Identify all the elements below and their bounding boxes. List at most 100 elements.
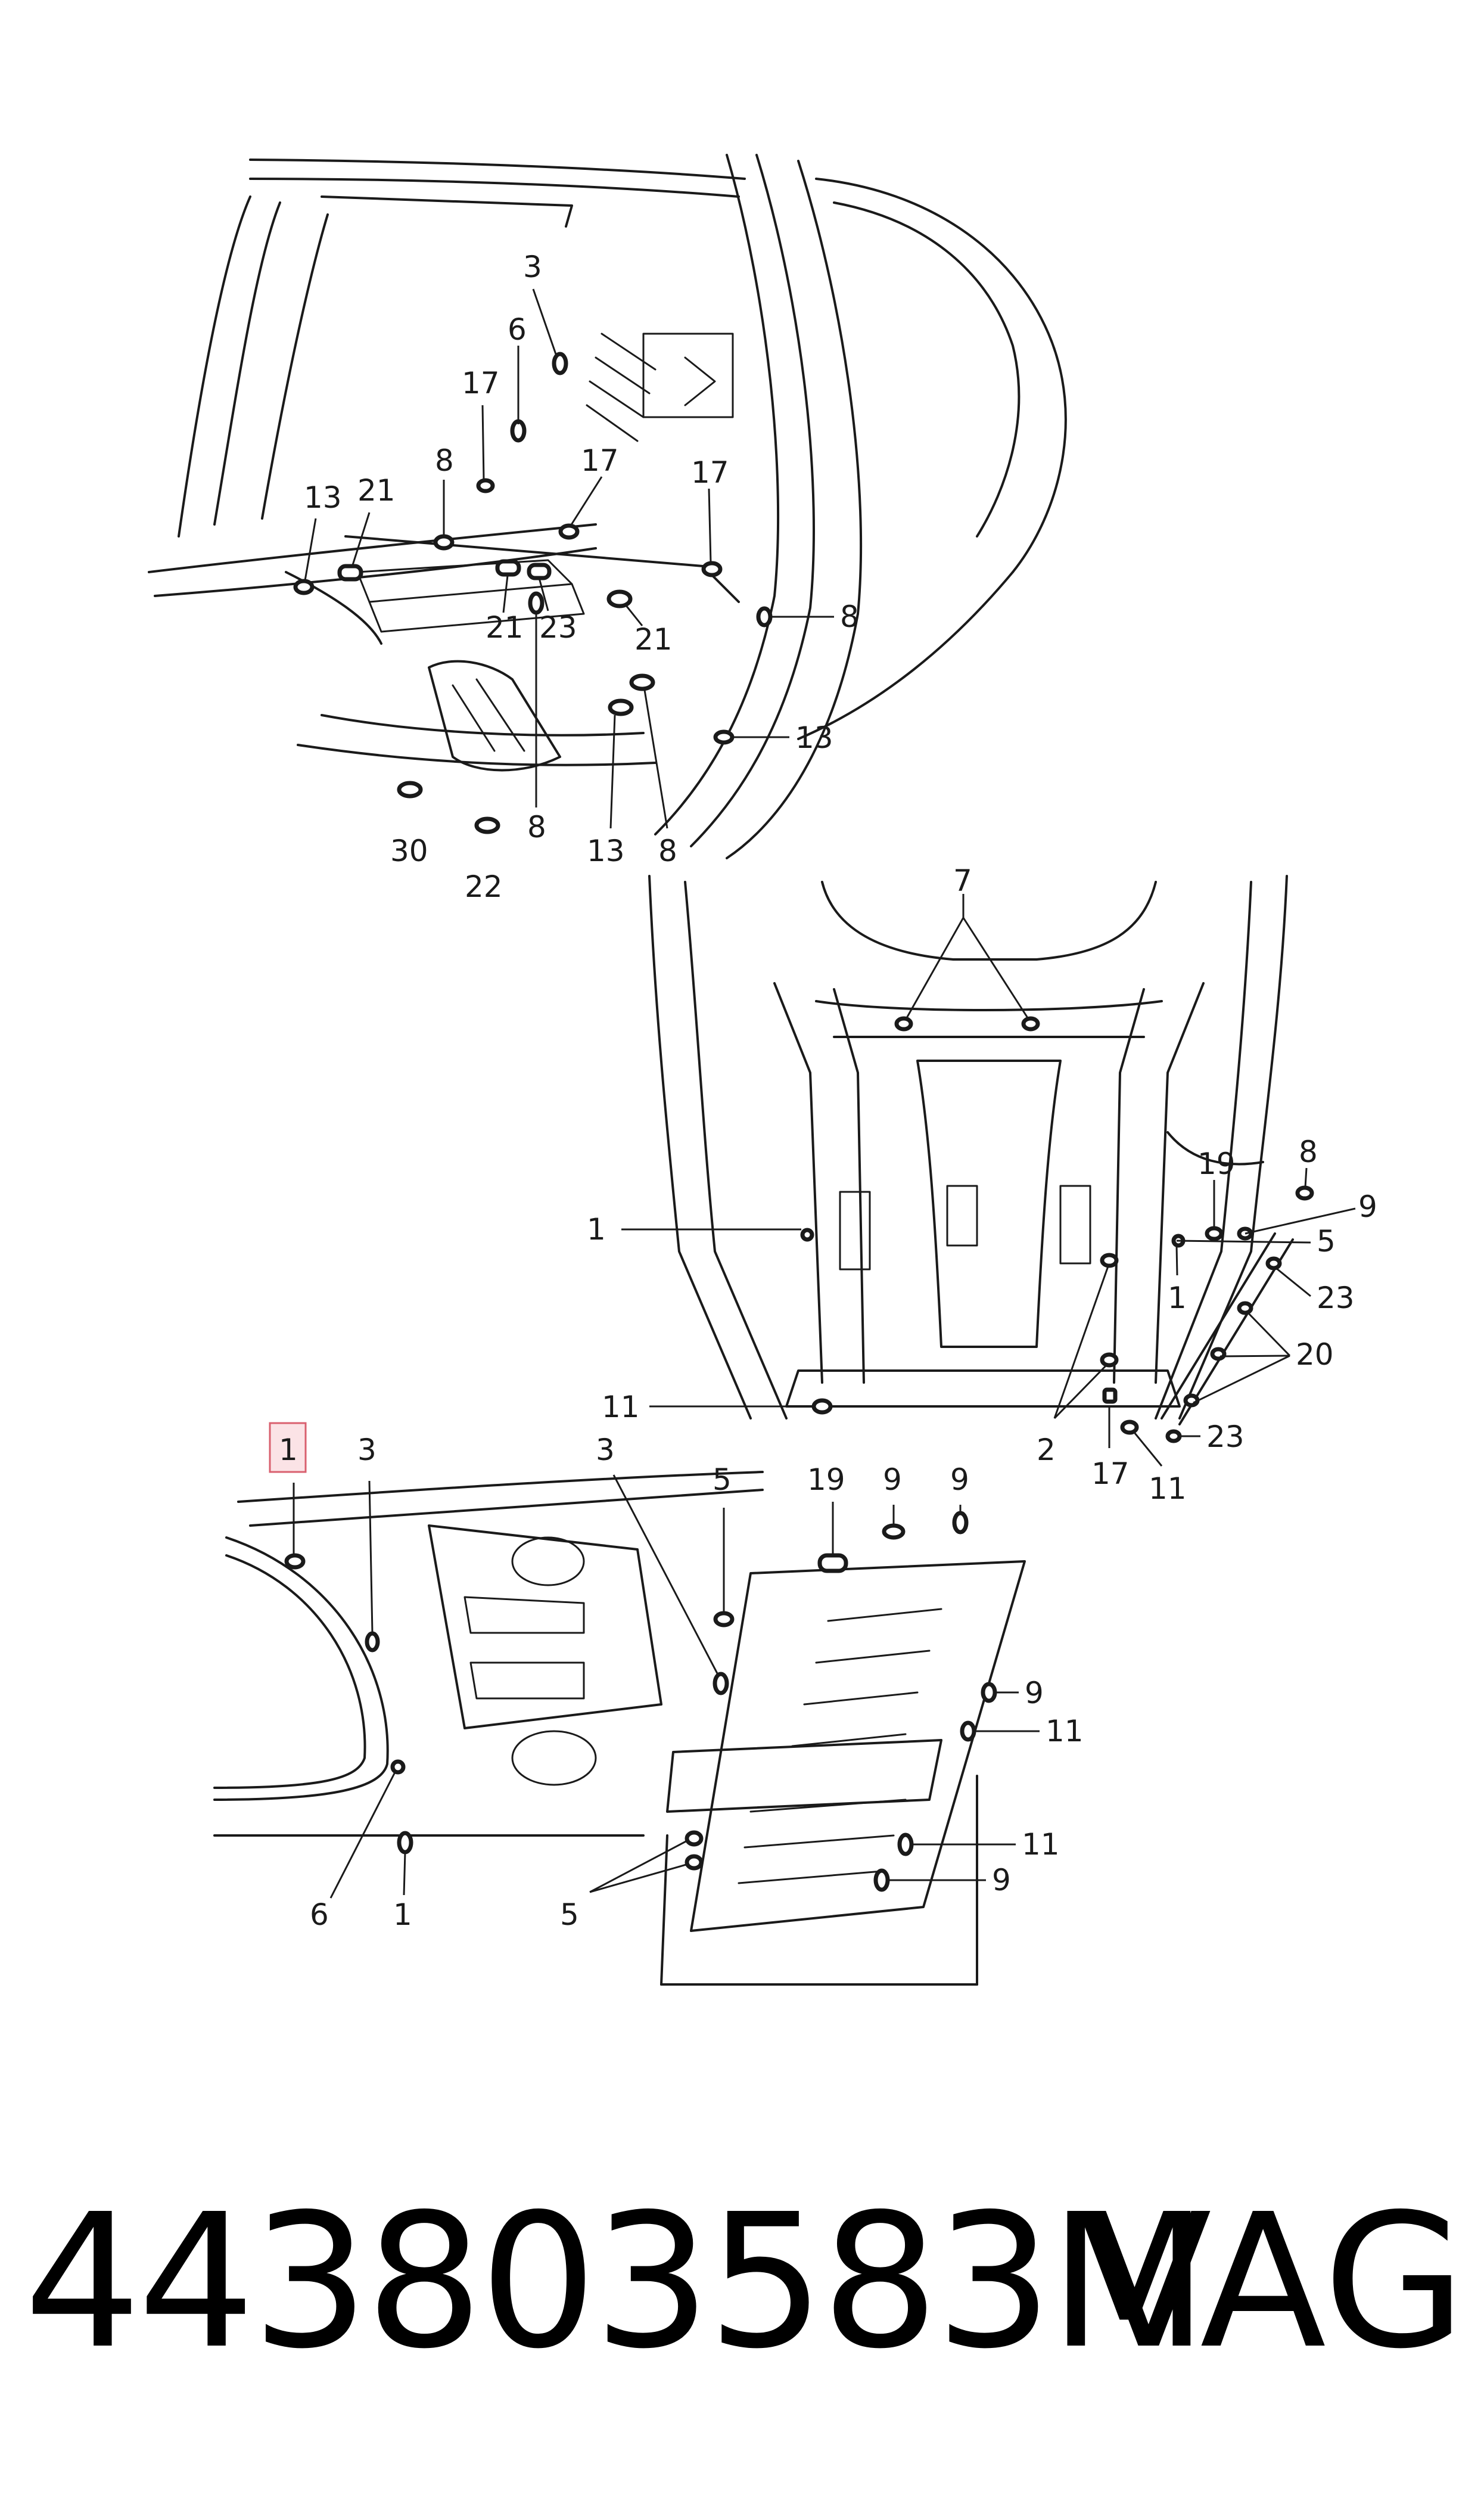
- callout-label: 5: [560, 1897, 579, 1932]
- callout-label: 17: [691, 455, 729, 490]
- callout-label: 13: [795, 720, 833, 755]
- callout-label: 17: [462, 366, 500, 400]
- grommet-mid-1a: [800, 1228, 814, 1242]
- grommet-bot-9b: [952, 1511, 969, 1535]
- grommet-mid-7b: [1021, 1016, 1040, 1032]
- grommet-bot-9c: [981, 1682, 997, 1703]
- callout-label: 3: [357, 1433, 377, 1467]
- callout-label: 23: [1206, 1420, 1245, 1454]
- grommet-mid-19: [1205, 1226, 1224, 1241]
- callout-label: 21: [357, 473, 396, 508]
- callout-label: 20: [1296, 1337, 1334, 1372]
- grommet-bot-5a: [713, 1611, 735, 1627]
- grommet-mid-8: [1295, 1185, 1314, 1201]
- grommet-bot-3b: [713, 1672, 729, 1695]
- middle-view-drawing: [648, 875, 1294, 1425]
- grommets: [284, 352, 1314, 1892]
- callout-label: 2: [1037, 1433, 1056, 1467]
- callout-label: 9: [883, 1462, 902, 1497]
- grommet-bot-19: [817, 1553, 848, 1573]
- grommet-mid-23a: [1265, 1256, 1282, 1271]
- callout-label: 11: [1022, 1827, 1060, 1862]
- grommet-bot-5c: [685, 1854, 704, 1871]
- callout-label: 19: [807, 1462, 845, 1497]
- part-number: 443803583M: [24, 2175, 1209, 2390]
- callout-label: 5: [1317, 1224, 1336, 1259]
- bottom-view-drawing: [213, 1471, 1026, 1986]
- grommet-bot-6: [390, 1759, 406, 1775]
- grommet-bot-9d: [873, 1868, 890, 1892]
- grommet-mid-20a: [1237, 1301, 1253, 1315]
- highlight-box: [269, 1422, 307, 1473]
- callout-label: 8: [435, 443, 454, 478]
- top-view-drawing: [148, 154, 1067, 859]
- grommet-top-8d: [629, 673, 655, 691]
- footer: 443803583M VAG: [0, 2157, 1484, 2408]
- grommet-top-22: [474, 816, 500, 834]
- callout-label: 11: [602, 1390, 640, 1424]
- callout-label: 22: [465, 869, 503, 904]
- callout-label: 17: [581, 443, 619, 478]
- grommet-mid-7a: [894, 1016, 913, 1032]
- callout-label: 9: [950, 1462, 969, 1497]
- grommet-mid-20c: [1183, 1393, 1200, 1408]
- callout-label: 8: [1299, 1135, 1318, 1169]
- brand-name: VAG: [1085, 2175, 1466, 2390]
- callout-label: 21: [634, 622, 673, 657]
- grommet-mid-2b: [1100, 1352, 1119, 1368]
- grommet-mid-11b: [1120, 1420, 1139, 1435]
- grommet-mid-11a: [811, 1398, 833, 1415]
- callout-label: 9: [1025, 1676, 1044, 1710]
- grommet-top-8c: [528, 591, 545, 615]
- grommet-top-30: [397, 781, 423, 799]
- grommet-bot-11b: [897, 1832, 914, 1856]
- grommet-top-3: [552, 352, 568, 375]
- grommet-top-23: [527, 563, 552, 580]
- callout-label: 23: [539, 610, 577, 645]
- callout-label: 3: [523, 250, 542, 284]
- callout-label: 6: [310, 1897, 329, 1932]
- grommet-top-13a: [293, 579, 315, 595]
- callout-label: 8: [527, 810, 546, 844]
- parts-diagram: 3 6 17 8 17 17 13 21 21 23 21 8 13 30 22…: [148, 154, 1377, 1986]
- grommet-bot-1b: [397, 1831, 413, 1855]
- callout-label: 7: [953, 864, 972, 898]
- callout-label: 3: [596, 1433, 615, 1467]
- callout-labels: 3 6 17 8 17 17 13 21 21 23 21 8 13 30 22…: [269, 250, 1377, 1932]
- callout-label: 9: [992, 1863, 1011, 1897]
- callout-label: 13: [304, 480, 342, 515]
- grommet-bot-3a: [365, 1631, 380, 1653]
- callout-label: 17: [1091, 1456, 1130, 1491]
- grommet-top-13c: [608, 698, 634, 716]
- grommet-top-17a: [476, 478, 495, 493]
- callout-label: 1: [1168, 1281, 1187, 1315]
- grommet-mid-2a: [1100, 1253, 1119, 1268]
- leader-lines: [293, 288, 1356, 1899]
- grommet-top-8a: [433, 534, 455, 551]
- callout-label: 1: [587, 1212, 606, 1247]
- callout-label: 30: [390, 834, 428, 868]
- grommet-top-21a: [337, 564, 363, 582]
- grommet-top-21c: [606, 589, 633, 608]
- grommet-bot-5b: [685, 1830, 704, 1847]
- callout-label: 13: [587, 834, 625, 868]
- callout-label: 11: [1046, 1714, 1084, 1748]
- callout-label: 9: [1358, 1189, 1377, 1224]
- grommet-top-17b: [558, 523, 580, 540]
- callout-label: 11: [1149, 1471, 1187, 1506]
- callout-label: 8: [840, 600, 859, 634]
- callout-label: 23: [1317, 1281, 1355, 1315]
- grommet-top-21b: [495, 559, 521, 577]
- grommet-mid-20b: [1210, 1347, 1227, 1361]
- callout-label: 5: [713, 1462, 732, 1497]
- grommet-top-13b: [713, 729, 735, 745]
- grommet-top-17c: [701, 561, 723, 577]
- callout-label-highlighted: 1: [279, 1433, 298, 1467]
- grommet-bot-11a: [960, 1720, 976, 1742]
- grommet-top-8b: [756, 606, 773, 628]
- callout-label: 6: [508, 312, 527, 347]
- grommet-bot-1a: [284, 1553, 306, 1570]
- callout-label: 8: [658, 834, 677, 868]
- callout-label: 1: [393, 1897, 412, 1932]
- callout-label: 19: [1197, 1147, 1236, 1181]
